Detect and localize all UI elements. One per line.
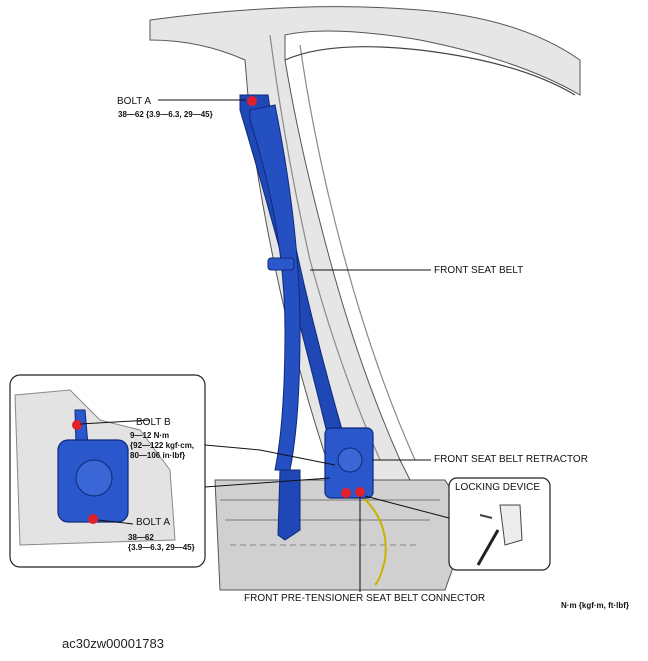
- bolt-b-label: BOLT B: [136, 417, 171, 428]
- figure-code: ac30zw00001783: [62, 636, 164, 651]
- bolt-a-top-torque: 38—62 {3.9—6.3, 29—45}: [118, 110, 213, 119]
- retractor-inset: [9, 374, 206, 568]
- bolt-b-marker: [72, 420, 82, 430]
- units-note: N·m {kgf·m, ft·lbf}: [561, 601, 629, 610]
- bolt-a-inset-label: BOLT A: [136, 517, 171, 528]
- retractor-bolt-marker: [341, 488, 351, 498]
- bolt-a-inset-torque-line-1: 38—62: [128, 533, 154, 542]
- locking-device-label: LOCKING DEVICE: [455, 482, 541, 493]
- front-pretensioner-connector-label: FRONT PRE-TENSIONER SEAT BELT CONNECTOR: [244, 593, 486, 604]
- leader-lines: [79, 99, 450, 592]
- front-seat-belt-retractor-label: FRONT SEAT BELT RETRACTOR: [434, 454, 588, 465]
- bolt-b-torque-line-2: {92—122 kgf·cm,: [130, 441, 195, 450]
- front-seat-belt: [239, 94, 374, 541]
- locking-device-inset: [448, 477, 551, 571]
- bolt-a-inset-torque-line-2: {3.9—6.3, 29—45}: [128, 543, 195, 552]
- bolt-b-torque-line-1: 9—12 N·m: [130, 431, 170, 440]
- bolt-a-inset-marker: [88, 514, 98, 524]
- bolt-b-torque-line-3: 80—106 in·lbf}: [130, 451, 186, 460]
- bolt-a-top-marker: [247, 96, 257, 106]
- bolt-a-top-label: BOLT A: [117, 96, 152, 107]
- connector-marker: [355, 487, 365, 497]
- front-seat-belt-label: FRONT SEAT BELT: [434, 265, 524, 276]
